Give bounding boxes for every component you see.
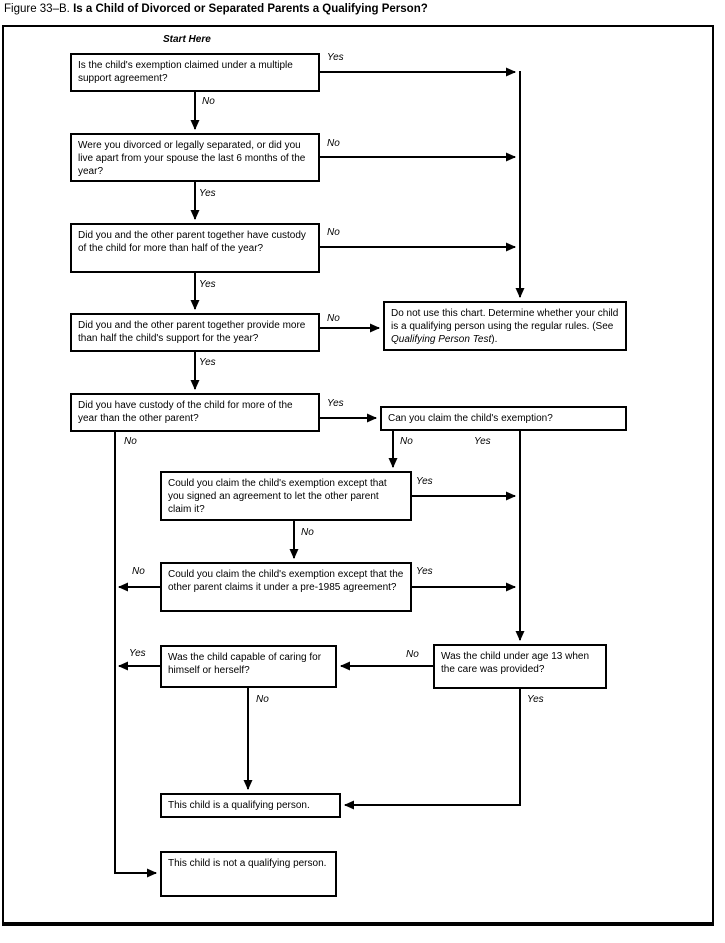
node-not-qualifying-person-result: This child is not a qualifying person.	[160, 851, 337, 897]
node-do-not-use-chart: Do not use this chart. Determine whether…	[383, 301, 627, 351]
node-custody-more-question: Did you have custody of the child for mo…	[70, 393, 320, 432]
figure-heading: Is a Child of Divorced or Separated Pare…	[73, 3, 428, 15]
node-qualifying-person-result: This child is a qualifying person.	[160, 793, 341, 818]
label-custody-together-no: No	[327, 227, 340, 238]
node-can-claim-question: Can you claim the child's exemption?	[380, 406, 627, 431]
label-support-together-no: No	[327, 313, 340, 324]
label-support-together-yes: Yes	[199, 357, 216, 368]
do-not-use-text-end: ).	[491, 334, 498, 345]
label-multiple-support-yes: Yes	[327, 52, 344, 63]
label-custody-together-yes: Yes	[199, 279, 216, 290]
label-under13-no: No	[406, 649, 419, 660]
figure-title: Figure 33–B. Is a Child of Divorced or S…	[4, 3, 428, 15]
qualifying-person-test-reference: Qualifying Person Test	[391, 334, 492, 345]
label-under13-yes: Yes	[527, 694, 544, 705]
label-capable-yes: Yes	[129, 648, 146, 659]
node-custody-together-question: Did you and the other parent together ha…	[70, 223, 320, 273]
node-pre1985-agreement-question: Could you claim the child's exemption ex…	[160, 562, 412, 612]
label-divorced-yes: Yes	[199, 188, 216, 199]
label-custody-more-no: No	[124, 436, 137, 447]
node-multiple-support-question: Is the child's exemption claimed under a…	[70, 53, 320, 92]
start-here-label: Start Here	[163, 34, 211, 45]
chart-border	[2, 25, 714, 926]
label-divorced-no: No	[327, 138, 340, 149]
label-capable-no: No	[256, 694, 269, 705]
node-support-together-question: Did you and the other parent together pr…	[70, 313, 320, 352]
label-pre1985-yes: Yes	[416, 566, 433, 577]
label-multiple-support-no: No	[202, 96, 215, 107]
label-can-claim-yes: Yes	[474, 436, 491, 447]
node-divorced-question: Were you divorced or legally separated, …	[70, 133, 320, 182]
label-pre1985-no: No	[132, 566, 145, 577]
figure-number: Figure 33–B.	[4, 3, 70, 15]
node-under-age-13-question: Was the child under age 13 when the care…	[433, 644, 607, 689]
do-not-use-text: Do not use this chart. Determine whether…	[391, 308, 619, 332]
label-signed-agreement-yes: Yes	[416, 476, 433, 487]
node-signed-agreement-question: Could you claim the child's exemption ex…	[160, 471, 412, 521]
node-child-capable-question: Was the child capable of caring for hims…	[160, 645, 337, 688]
label-custody-more-yes: Yes	[327, 398, 344, 409]
label-signed-agreement-no: No	[301, 527, 314, 538]
label-can-claim-no: No	[400, 436, 413, 447]
